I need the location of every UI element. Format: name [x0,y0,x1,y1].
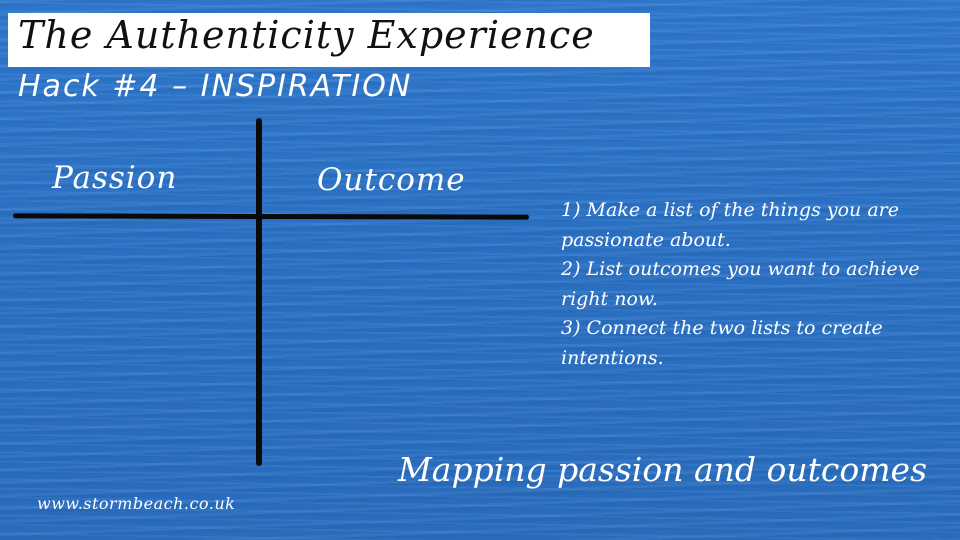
t-chart-vertical-line [256,118,262,466]
column-header-outcome: Outcome [317,162,466,198]
slide-title: The Authenticity Experience [18,13,595,57]
instruction-steps: 1) Make a list of the things you are pas… [561,196,951,373]
title-box [8,13,650,67]
step-3: 3) Connect the two lists to create inten… [561,317,883,369]
tagline: Mapping passion and outcomes [398,450,927,489]
t-chart-horizontal-line [12,213,530,220]
column-header-passion: Passion [52,160,178,196]
website-link[interactable]: www.stormbeach.co.uk [37,494,236,513]
step-1: 1) Make a list of the things you are pas… [561,199,899,251]
step-2: 2) List outcomes you want to achieve rig… [561,258,920,310]
slide-subtitle: Hack #4 – INSPIRATION [18,69,413,104]
